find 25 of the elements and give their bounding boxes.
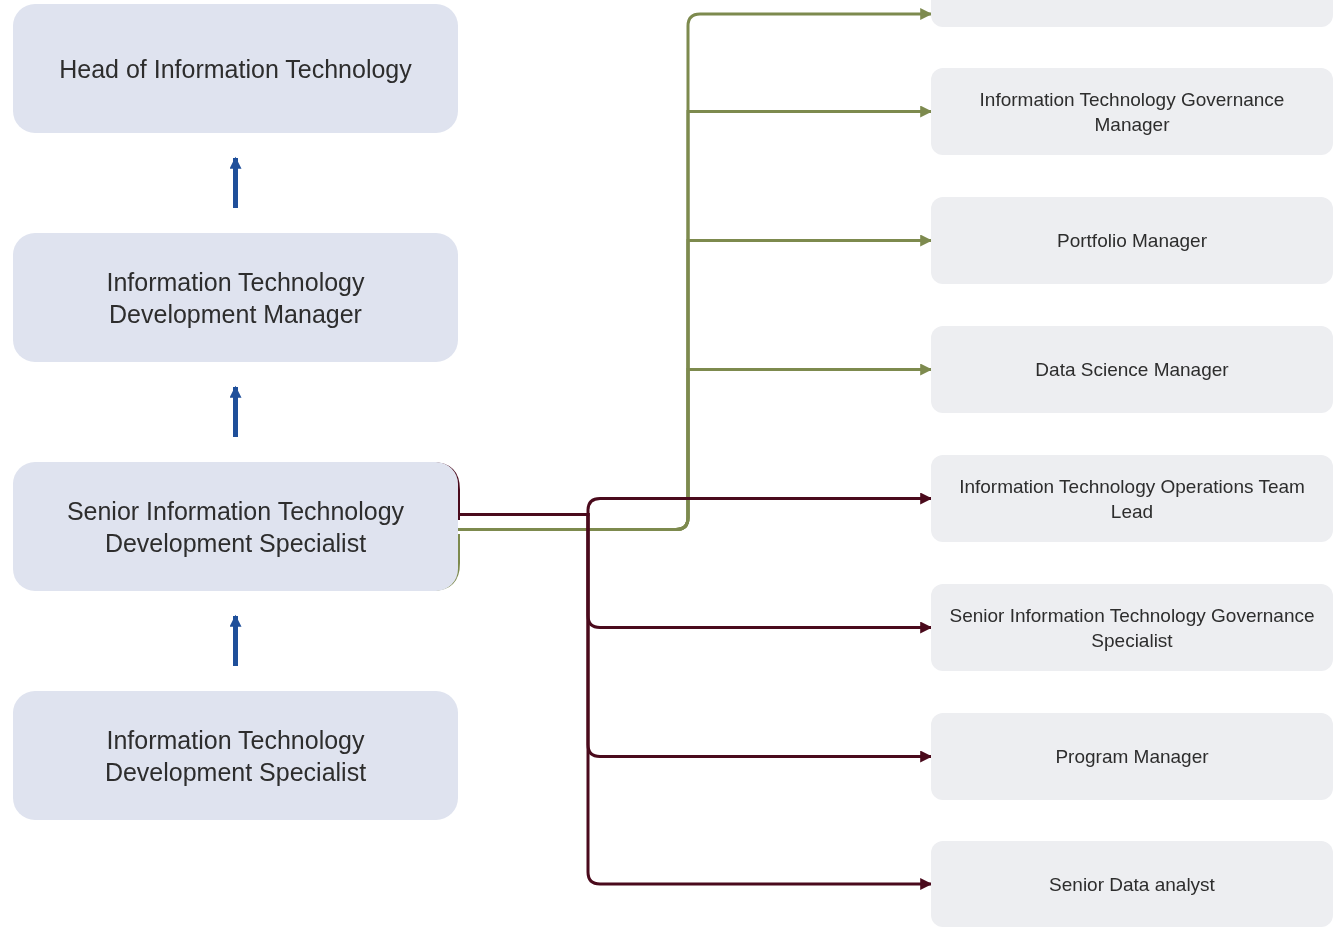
role-box bbox=[931, 326, 1333, 413]
role-box bbox=[931, 713, 1333, 800]
role-title: Senior Information Technology Governance Specialist bbox=[948, 603, 1316, 653]
role-title: Data Science Manager bbox=[1035, 358, 1229, 382]
role-box bbox=[13, 233, 458, 362]
role-title: Senior Data analyst bbox=[1049, 872, 1215, 897]
role-box bbox=[13, 691, 458, 820]
arrow bbox=[229, 385, 242, 437]
role-box bbox=[931, 68, 1333, 155]
role-box bbox=[931, 841, 1333, 927]
role-title: Information Technology Governance Manager bbox=[978, 87, 1286, 137]
role-box bbox=[931, 455, 1333, 542]
role-box bbox=[13, 4, 458, 133]
role-title: Program Manager bbox=[1055, 745, 1209, 769]
role-title: Senior Information Technology Development Specialist bbox=[65, 495, 406, 559]
role-title: Head of Information Technology bbox=[59, 53, 412, 85]
arrow bbox=[229, 614, 242, 666]
role-title: Portfolio Manager bbox=[1057, 229, 1207, 253]
role-box bbox=[931, 197, 1333, 284]
arrow bbox=[229, 156, 242, 208]
role-box bbox=[13, 462, 458, 591]
role-title: Information Technology Development Specialist bbox=[103, 724, 368, 788]
role-box bbox=[931, 584, 1333, 671]
role-title: Information Technology Operations Team Lead bbox=[958, 474, 1306, 524]
role-title: Information Technology Development Manager bbox=[105, 266, 366, 330]
